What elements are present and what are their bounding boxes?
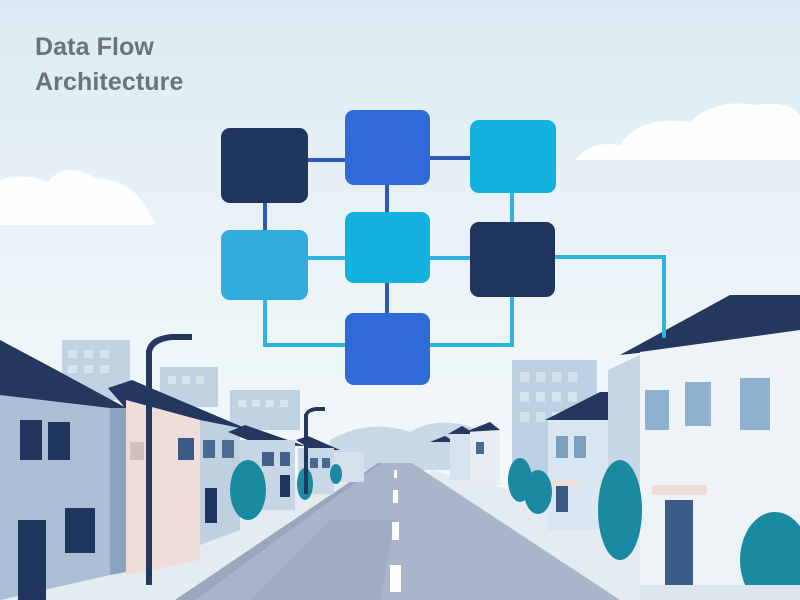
house-right-front xyxy=(608,295,800,600)
connector-n6-n7 xyxy=(430,297,514,347)
node-n5 xyxy=(345,212,430,283)
node-n6 xyxy=(470,222,555,297)
title-line-1: Data Flow xyxy=(35,33,154,61)
diagram-nodes xyxy=(221,110,556,385)
node-n3 xyxy=(470,120,556,193)
connector-n6-offpage xyxy=(555,255,666,338)
house-left-front xyxy=(0,340,130,600)
connector-lines xyxy=(263,156,666,347)
node-n7 xyxy=(345,313,430,385)
houses-right-far xyxy=(430,422,500,485)
connector-n4-n7 xyxy=(263,300,345,347)
house-left-second xyxy=(108,380,245,575)
cloud-right xyxy=(575,103,800,160)
node-n1 xyxy=(221,128,308,203)
bushes-right xyxy=(508,458,552,514)
tree-right xyxy=(598,460,800,600)
node-n4 xyxy=(221,230,308,300)
node-n2 xyxy=(345,110,430,185)
road-center-dashes xyxy=(390,470,401,592)
diagram-title: Data Flow Architecture xyxy=(35,30,183,100)
street-lamps-left xyxy=(146,334,325,585)
title-line-2: Architecture xyxy=(35,68,184,96)
cloud-left xyxy=(0,169,155,225)
